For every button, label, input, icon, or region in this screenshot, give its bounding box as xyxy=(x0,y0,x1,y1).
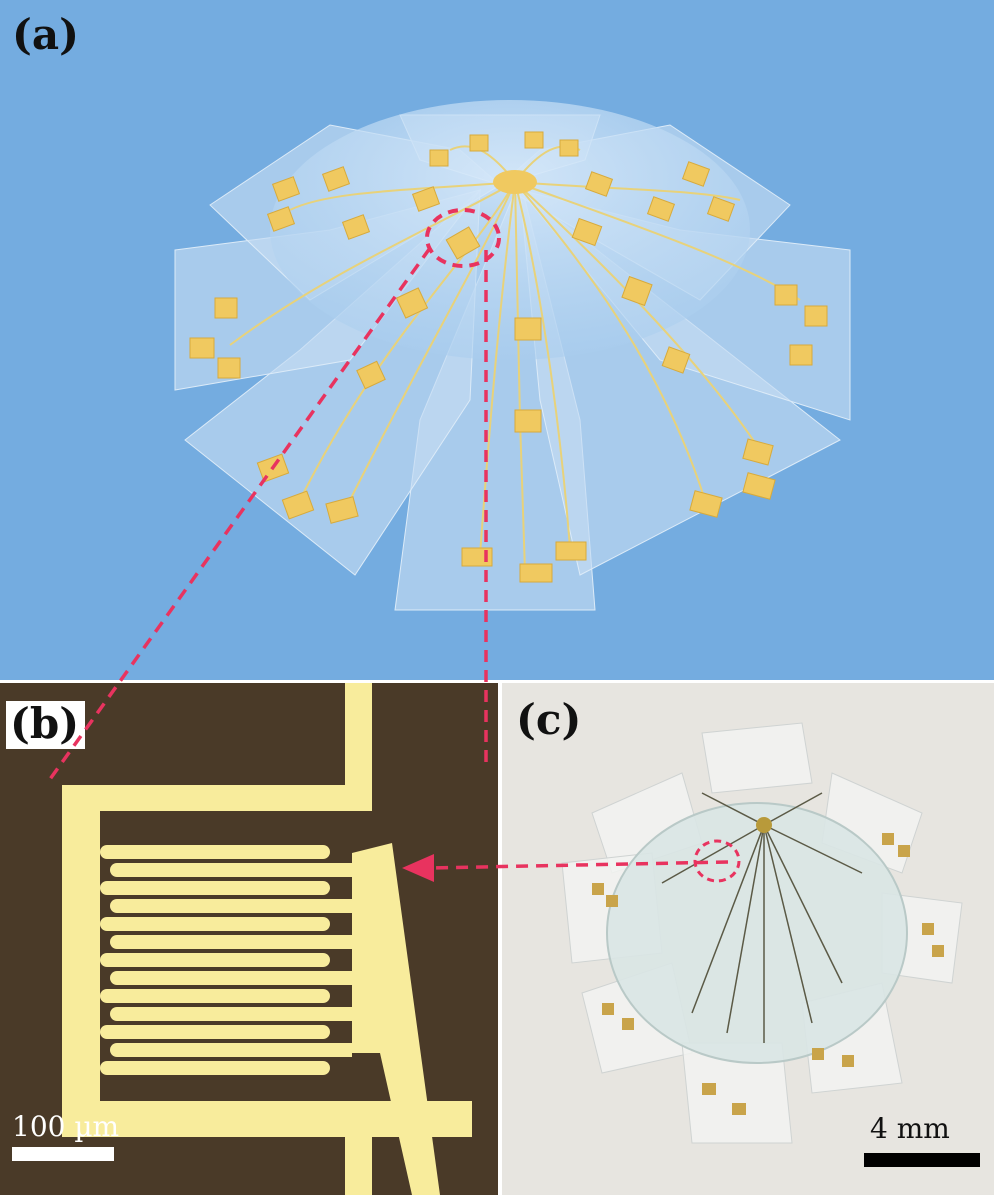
panel-label-b: (b) xyxy=(6,701,86,749)
scale-bar-label-c: 4 mm xyxy=(870,1112,950,1145)
photo-wires xyxy=(661,792,863,1043)
scale-bar-label-b: 100 µm xyxy=(12,1110,120,1143)
callout-circle xyxy=(425,208,501,268)
center-pad xyxy=(493,170,537,194)
scale-bar-b xyxy=(12,1147,114,1161)
panel-label-c: (c) xyxy=(516,695,582,744)
device-photo xyxy=(502,683,994,1195)
wires xyxy=(229,145,801,573)
panel-a-rendering: (a) xyxy=(0,0,994,680)
panel-b-micrograph: (b) 100 µm xyxy=(0,683,498,1195)
dome-sensor-array-illustration xyxy=(174,100,851,611)
scale-bar-c xyxy=(864,1153,980,1167)
photo-center-pad xyxy=(756,817,772,833)
electrode-traces xyxy=(62,683,472,1195)
photo-pads xyxy=(592,833,944,1115)
panel-label-a: (a) xyxy=(12,10,79,59)
panel-c-photo: (c) 4 mm xyxy=(502,683,994,1195)
